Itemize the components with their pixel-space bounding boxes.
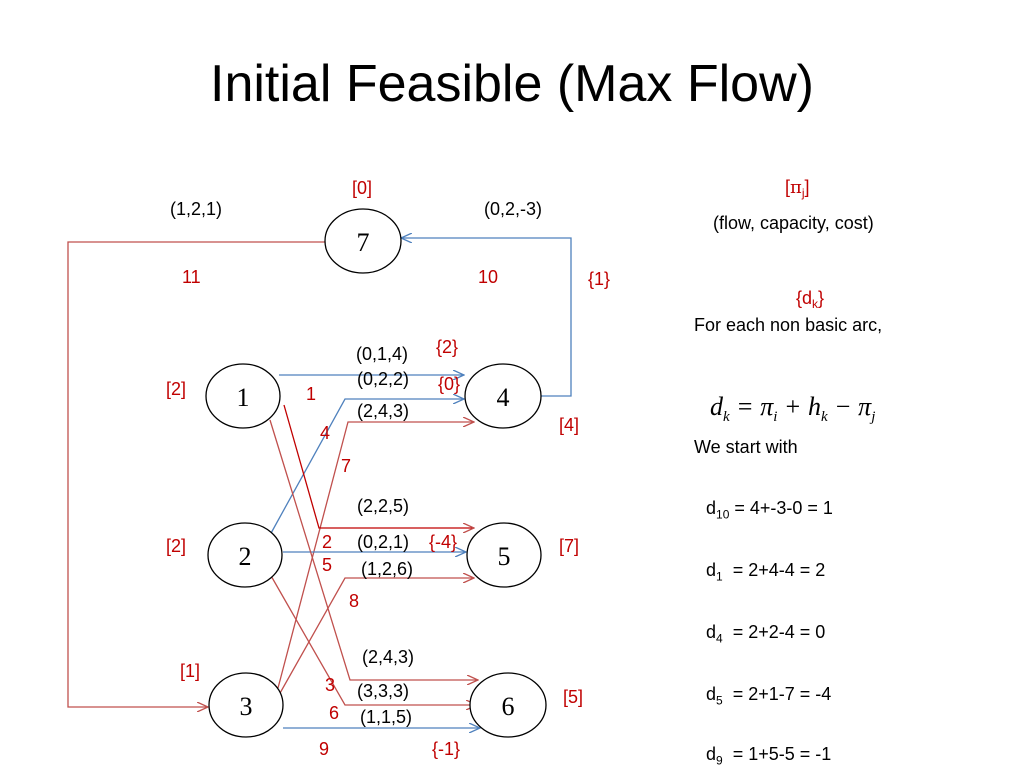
arc-label-1-6: (2,4,3) bbox=[362, 647, 415, 667]
calc-d9: d9 = 1+5-5 = -1 bbox=[706, 744, 832, 768]
arc-label-1-4: (0,1,4) bbox=[356, 344, 409, 364]
potential-node-7: [0] bbox=[352, 178, 373, 198]
arc-1-to-6 bbox=[269, 419, 478, 680]
legend-reduced-cost: {dk} bbox=[796, 288, 825, 311]
svg-text:1: 1 bbox=[237, 383, 250, 412]
arc-label-4-7: (0,2,-3) bbox=[484, 199, 543, 219]
node-3: 3 bbox=[208, 672, 284, 738]
calc-d1: d1 = 2+4-4 = 2 bbox=[706, 560, 826, 584]
arc-label-2-6: (3,3,3) bbox=[357, 681, 410, 701]
calc-d10: d10 = 4+-3-0 = 1 bbox=[706, 498, 833, 522]
svg-text:2: 2 bbox=[239, 542, 252, 571]
arc-number-5: 5 bbox=[322, 555, 333, 575]
nonbasic-arc-text: For each non basic arc, bbox=[694, 315, 883, 335]
arc-number-11: 11 bbox=[182, 267, 201, 287]
reduced-cost-formula: dk = πi + hk − πj bbox=[710, 392, 876, 426]
arc-label-1-5: (2,2,5) bbox=[357, 496, 410, 516]
node-1: 1 bbox=[205, 363, 281, 429]
arc-3-to-5 bbox=[274, 578, 474, 703]
potential-node-3: [1] bbox=[180, 661, 201, 681]
arc-label-3-5: (1,2,6) bbox=[361, 559, 414, 579]
arc-2-to-4 bbox=[269, 399, 464, 536]
arc-number-7: 7 bbox=[341, 456, 352, 476]
arc-number-2: 2 bbox=[322, 532, 333, 552]
legend-arc-triple: (flow, capacity, cost) bbox=[713, 213, 874, 233]
node-5: 5 bbox=[466, 522, 542, 588]
arc-number-9: 9 bbox=[319, 739, 330, 759]
potential-node-4: [4] bbox=[559, 415, 580, 435]
arc-label-3-4: (2,4,3) bbox=[357, 401, 410, 421]
calc-d4: d4 = 2+2-4 = 0 bbox=[706, 622, 826, 646]
arc-4-to-7 bbox=[401, 238, 572, 397]
arc-label-3-6: (1,1,5) bbox=[360, 707, 413, 727]
start-text: We start with bbox=[694, 437, 798, 457]
reduced-cost-1: {2} bbox=[436, 337, 459, 357]
arc-label-7-3: (1,2,1) bbox=[170, 199, 223, 219]
legend-potential: [πj] bbox=[785, 177, 810, 200]
potential-node-1: [2] bbox=[166, 379, 187, 399]
reduced-cost-9: {-1} bbox=[432, 739, 461, 759]
reduced-cost-5: {-4} bbox=[429, 532, 458, 552]
potential-node-5: [7] bbox=[559, 536, 580, 556]
arc-number-6: 6 bbox=[329, 703, 340, 723]
arc-1-to-5 bbox=[283, 404, 474, 528]
node-6: 6 bbox=[469, 672, 547, 738]
page-title: Initial Feasible (Max Flow) bbox=[210, 55, 814, 113]
node-4: 4 bbox=[464, 363, 542, 429]
arc-7-to-3 bbox=[67, 241, 325, 707]
node-2: 2 bbox=[207, 522, 283, 588]
svg-text:4: 4 bbox=[497, 383, 510, 412]
potential-node-6: [5] bbox=[563, 687, 584, 707]
svg-text:3: 3 bbox=[240, 692, 253, 721]
svg-text:6: 6 bbox=[502, 692, 515, 721]
node-7: 7 bbox=[324, 208, 402, 274]
arc-number-4: 4 bbox=[320, 423, 331, 443]
arc-number-1: 1 bbox=[306, 384, 317, 404]
arc-3-to-4 bbox=[277, 422, 474, 689]
potential-node-2: [2] bbox=[166, 536, 187, 556]
calc-d5: d5 = 2+1-7 = -4 bbox=[706, 684, 832, 708]
arc-2-to-6 bbox=[269, 573, 477, 705]
arc-number-10: 10 bbox=[478, 267, 499, 287]
arc-label-2-4: (0,2,2) bbox=[357, 369, 410, 389]
svg-text:7: 7 bbox=[357, 228, 370, 257]
arc-number-8: 8 bbox=[349, 591, 360, 611]
arc-number-3: 3 bbox=[325, 675, 336, 695]
reduced-cost-4: {0} bbox=[438, 374, 461, 394]
svg-text:5: 5 bbox=[498, 542, 511, 571]
reduced-cost-10: {1} bbox=[588, 269, 611, 289]
arc-label-2-5: (0,2,1) bbox=[357, 532, 410, 552]
